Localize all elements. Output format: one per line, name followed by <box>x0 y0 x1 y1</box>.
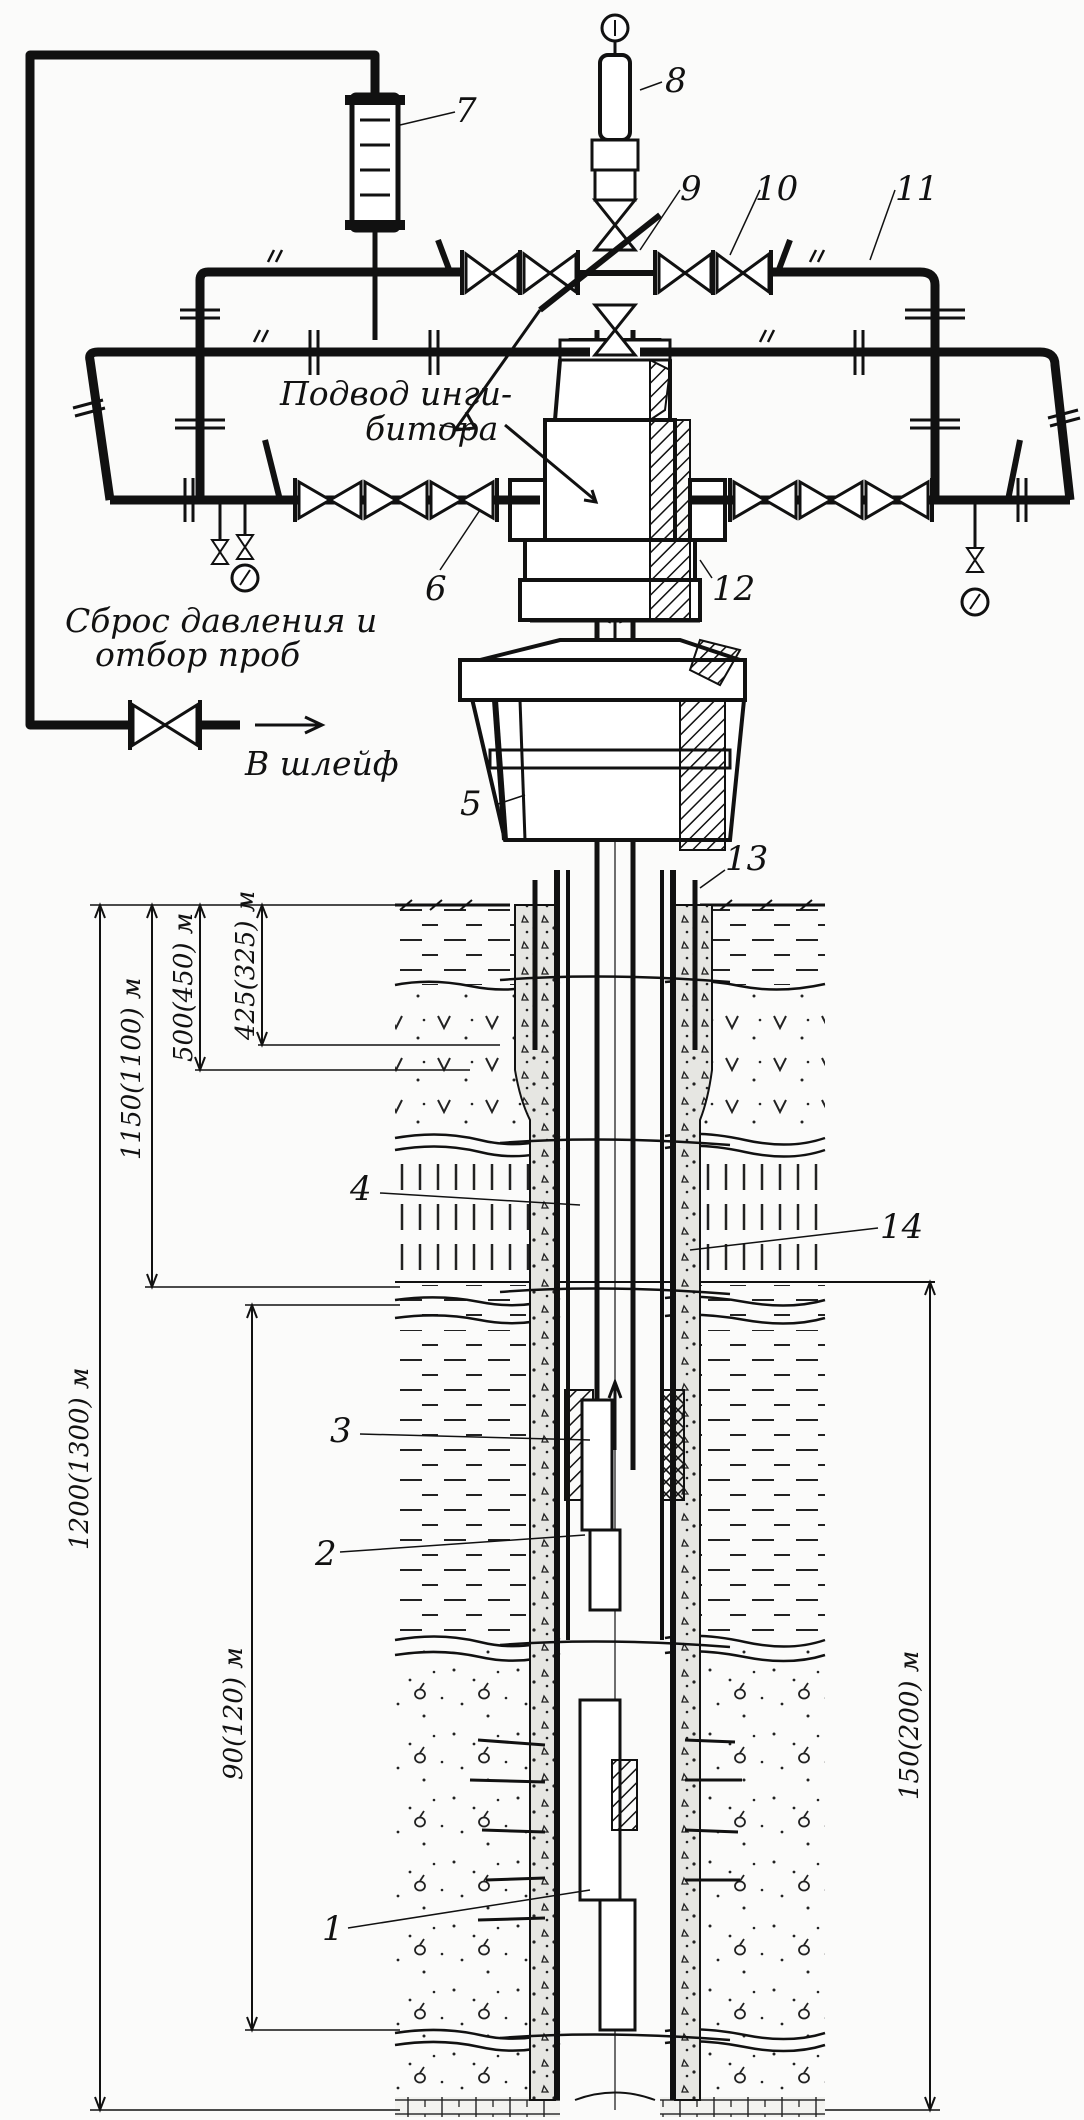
leader-lines <box>339 81 896 1929</box>
upper-left-valves <box>460 250 655 295</box>
label-12: 12 <box>712 569 755 609</box>
lower-left-valves <box>262 439 499 522</box>
dim-1150: 1150(1100) м <box>117 978 147 1160</box>
dim-425: 425(325) м <box>231 891 261 1041</box>
dim-500: 500(450) м <box>169 913 199 1062</box>
surface-piping <box>25 50 1081 750</box>
caption-pressure-line2: отбор проб <box>95 635 301 674</box>
upper-right-valves <box>653 250 773 295</box>
label-7: 7 <box>455 91 477 131</box>
label-3: 3 <box>330 1411 352 1451</box>
caption-pressure-line1: Сброс давления и <box>65 601 377 640</box>
number-labels: 8 7 9 10 11 6 12 5 13 4 14 3 2 1 <box>314 61 938 1949</box>
caption-inhibitor-line1: Подвод инги- <box>279 374 512 413</box>
formation-layers <box>394 899 935 2117</box>
dim-150: 150(200) м <box>895 1651 925 1800</box>
label-8: 8 <box>665 61 687 101</box>
dimension-lines <box>90 902 940 2113</box>
label-5: 5 <box>460 784 482 824</box>
label-1: 1 <box>322 1909 344 1949</box>
label-10: 10 <box>755 169 798 209</box>
dimension-labels: 1200(1300) м 1150(1100) м 500(450) м 425… <box>65 891 925 1800</box>
label-6: 6 <box>425 569 447 609</box>
label-4: 4 <box>349 1169 372 1209</box>
label-13: 13 <box>725 839 768 879</box>
label-9: 9 <box>680 169 702 209</box>
pipe-flanges <box>72 308 1081 522</box>
caption-to-loop: В шлейф <box>244 744 399 783</box>
label-14: 14 <box>880 1207 923 1247</box>
label-11: 11 <box>895 169 938 209</box>
caption-inhibitor-line2: битора <box>365 409 498 448</box>
well-bore <box>469 330 742 2110</box>
label-2: 2 <box>314 1534 337 1574</box>
wellhead <box>458 13 748 851</box>
dim-90: 90(120) м <box>219 1647 249 1780</box>
caption-labels: Подвод инги- битора Сброс давления и отб… <box>65 374 512 783</box>
lower-right-valves <box>728 439 1023 522</box>
dim-1200: 1200(1300) м <box>65 1368 95 1550</box>
